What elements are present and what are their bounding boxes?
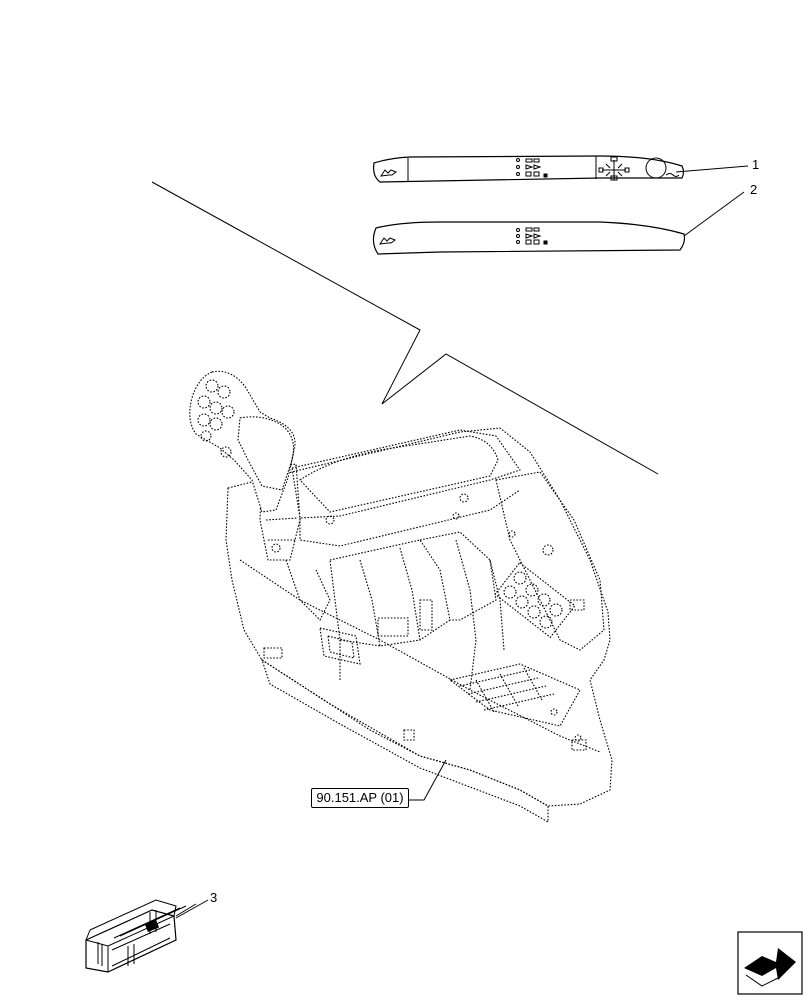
callout-1: 1 <box>752 157 760 172</box>
crate-3 <box>85 899 197 973</box>
callout-3: 3 <box>210 890 218 905</box>
pointer-bubble <box>151 181 659 475</box>
reference-leader <box>409 759 447 801</box>
next-page-arrow-icon[interactable] <box>737 931 803 995</box>
decal-2 <box>372 221 686 255</box>
decal-1 <box>373 155 685 183</box>
callout-2: 2 <box>750 182 758 197</box>
leader-line-2 <box>683 191 745 237</box>
console-assembly <box>189 370 613 823</box>
leader-line-1 <box>675 165 749 173</box>
leader-line-3 <box>175 899 209 919</box>
reference-label[interactable]: 90.151.AP (01) <box>311 788 409 808</box>
